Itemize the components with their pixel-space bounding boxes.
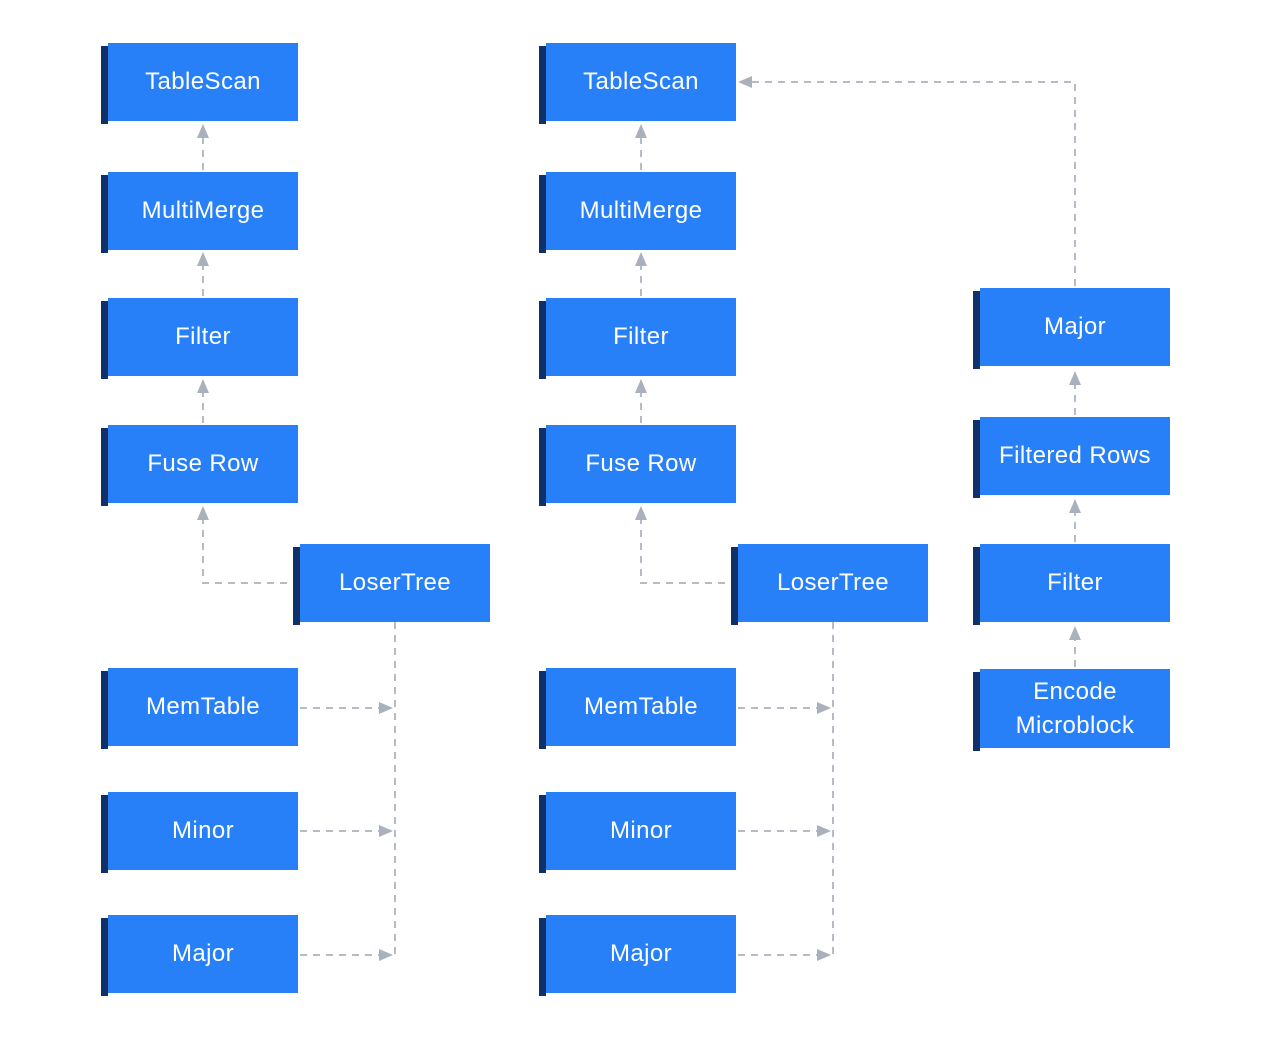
node-label: Filter xyxy=(1047,569,1103,596)
node-label: MemTable xyxy=(584,693,698,720)
node-label: MultiMerge xyxy=(141,197,265,224)
node-left-memtable: MemTable xyxy=(101,668,298,749)
node-label: Major xyxy=(609,940,672,967)
arrow-left-losertree-to-fuserow xyxy=(197,506,300,584)
node-right-encode-microblock: Encode Microblock xyxy=(973,669,1170,751)
node-right-filtered-rows: Filtered Rows xyxy=(973,417,1170,498)
node-left-major: Major xyxy=(101,915,298,996)
node-label: Filter xyxy=(613,323,669,350)
node-label: Minor xyxy=(609,817,672,844)
node-mid-major: Major xyxy=(539,915,736,996)
node-label: Encode Microblock xyxy=(1015,677,1135,739)
node-mid-filter: Filter xyxy=(539,298,736,379)
node-left-fuse-row: Fuse Row xyxy=(101,425,298,506)
node-mid-fuse-row: Fuse Row xyxy=(539,425,736,506)
node-left-losertree: LoserTree xyxy=(293,544,490,625)
arrow-mid-losertree-to-fuserow xyxy=(635,506,738,584)
node-left-multimerge: MultiMerge xyxy=(101,172,298,253)
node-label: Fuse Row xyxy=(585,450,697,477)
node-label: MultiMerge xyxy=(579,197,703,224)
node-left-tablescan: TableScan xyxy=(101,43,298,124)
node-label: Minor xyxy=(171,817,234,844)
arrow-right-major-to-mid-tablescan xyxy=(738,76,1076,286)
node-label: TableScan xyxy=(583,68,699,95)
node-label: TableScan xyxy=(145,68,261,95)
node-right-major: Major xyxy=(973,288,1170,369)
node-mid-memtable: MemTable xyxy=(539,668,736,749)
node-left-minor: Minor xyxy=(101,792,298,873)
node-mid-losertree: LoserTree xyxy=(731,544,928,625)
node-left-filter: Filter xyxy=(101,298,298,379)
node-label: Fuse Row xyxy=(147,450,259,477)
node-label: Major xyxy=(171,940,234,967)
node-mid-multimerge: MultiMerge xyxy=(539,172,736,253)
node-label: Major xyxy=(1043,313,1106,340)
node-label: LoserTree xyxy=(338,569,452,596)
node-label: MemTable xyxy=(146,693,260,720)
node-label: Filter xyxy=(175,323,231,350)
node-label: Filtered Rows xyxy=(999,442,1151,469)
node-mid-tablescan: TableScan xyxy=(539,43,736,124)
node-right-filter: Filter xyxy=(973,544,1170,625)
node-mid-minor: Minor xyxy=(539,792,736,873)
node-label: LoserTree xyxy=(776,569,890,596)
